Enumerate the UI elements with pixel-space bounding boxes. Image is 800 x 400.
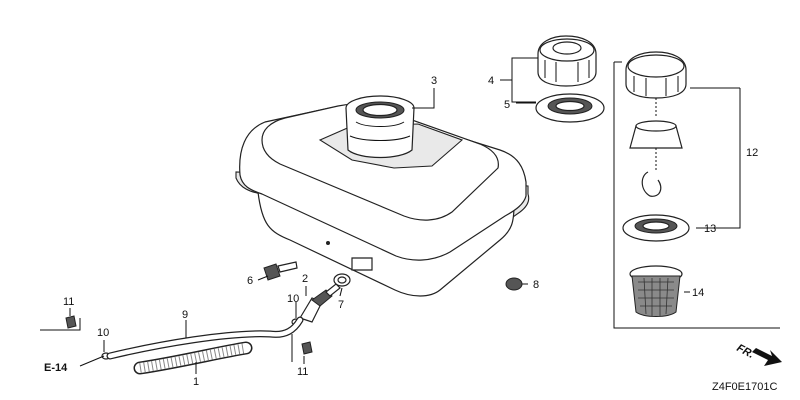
callout-11b: 11 <box>297 366 308 378</box>
fuel-strainer <box>629 265 683 317</box>
bracket-12 <box>690 87 741 229</box>
callout-13: 13 <box>704 223 716 235</box>
callout-10b: 10 <box>97 327 109 339</box>
diagram-code: Z4F0E1701C <box>712 381 777 393</box>
callout-2: 2 <box>302 273 308 285</box>
fuel-tube-1 <box>133 341 253 375</box>
front-direction-indicator: FR. <box>735 342 782 366</box>
section-reference-label: E-14 <box>44 362 68 374</box>
callout-1: 1 <box>193 376 199 388</box>
fuel-tube-clip-b <box>301 341 313 355</box>
valve-washer <box>333 273 351 287</box>
fuel-tube-clip-a <box>65 315 77 329</box>
callout-7: 7 <box>338 299 344 311</box>
filler-cap-gasket <box>535 93 605 123</box>
callout-8: 8 <box>533 279 539 291</box>
front-arrow-icon <box>752 348 782 366</box>
fuel-tank <box>235 95 530 297</box>
callout-14: 14 <box>692 287 704 299</box>
callout-6: 6 <box>247 275 253 287</box>
callout-11a: 11 <box>63 296 74 308</box>
fuel-valve <box>299 283 341 323</box>
tether-cap-gasket <box>622 214 690 242</box>
tank-mount-hole <box>326 241 330 245</box>
callout-3: 3 <box>431 75 437 87</box>
callout-12: 12 <box>746 147 758 159</box>
fuel-filler-cap <box>537 35 597 87</box>
bracket-4-5 <box>500 57 538 103</box>
drain-plug-nut <box>505 277 523 291</box>
fuel-cock-bolt <box>263 261 298 281</box>
alt-cap-assembly-frame <box>613 61 780 329</box>
callout-10a: 10 <box>287 293 299 305</box>
fuel-tube-9 <box>106 316 304 360</box>
bracket-11a <box>40 318 81 331</box>
leader-lines <box>69 88 690 374</box>
callout-4: 4 <box>488 75 494 87</box>
callout-5: 5 <box>504 99 510 111</box>
tether-cap <box>625 51 687 197</box>
callout-9: 9 <box>182 309 188 321</box>
